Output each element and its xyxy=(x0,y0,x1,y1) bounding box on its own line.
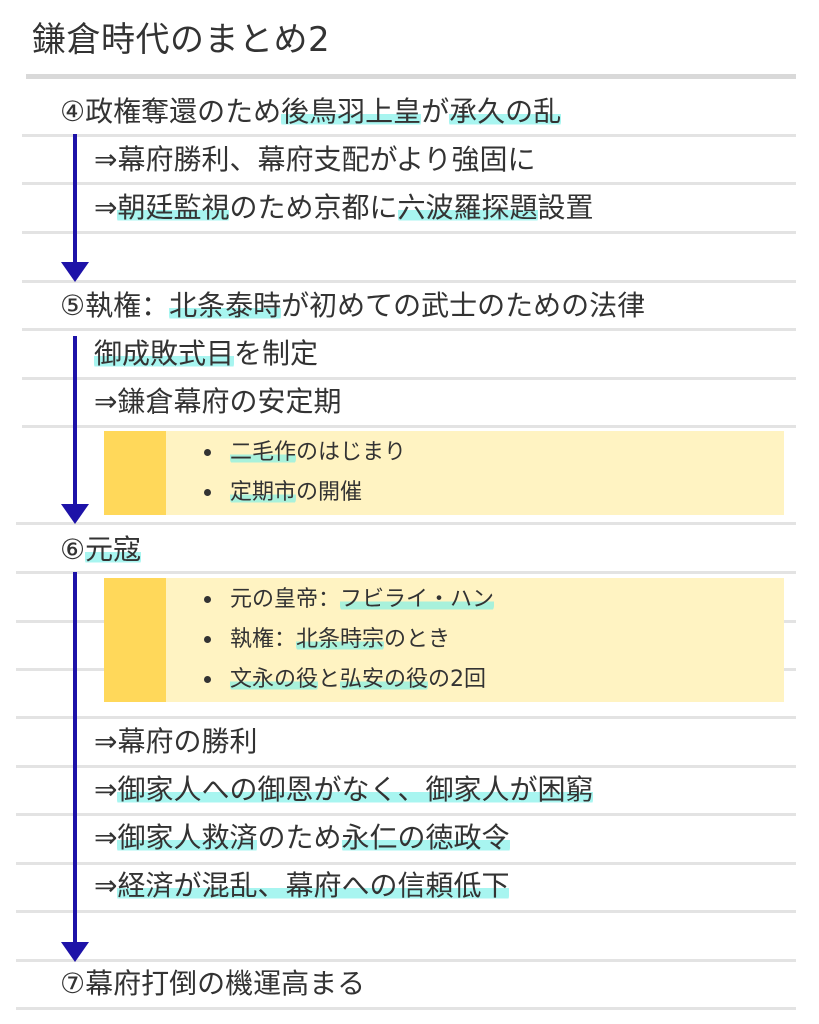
ruled-line xyxy=(16,862,796,865)
note-box-1: 二毛作のはじまり 定期市の開催 xyxy=(104,431,784,515)
list-item: 二毛作のはじまり xyxy=(204,433,406,473)
timeline-arrow-3 xyxy=(73,572,77,944)
list-item: 定期市の開催 xyxy=(204,473,406,513)
section-6-line-1: ⇒幕府の勝利 xyxy=(94,725,258,758)
ruled-line xyxy=(22,231,796,234)
ruled-line xyxy=(22,182,796,185)
ruled-line xyxy=(16,571,796,574)
note-list: 二毛作のはじまり 定期市の開催 xyxy=(204,433,406,513)
ruled-line xyxy=(22,377,796,380)
ruled-line xyxy=(16,716,796,719)
timeline-arrow-2 xyxy=(73,336,77,506)
arrow-down-icon xyxy=(61,942,89,962)
ruled-line xyxy=(22,280,796,283)
page-title: 鎌倉時代のまとめ2 xyxy=(32,20,331,60)
list-item: 文永の役と弘安の役の2回 xyxy=(204,660,494,700)
section-4-line-3: ⇒朝廷監視のため京都に六波羅探題設置 xyxy=(94,191,594,224)
ruled-line xyxy=(16,765,796,768)
arrow-down-icon xyxy=(61,504,89,524)
list-item: 執権：北条時宗のとき xyxy=(204,620,494,660)
section-6-line-2: ⇒御家人への御恩がなく、御家人が困窮 xyxy=(94,773,594,806)
ruled-line xyxy=(16,522,796,525)
title-divider xyxy=(26,74,796,79)
ruled-line xyxy=(16,813,796,816)
note-accent-bar xyxy=(104,578,166,702)
ruled-line xyxy=(22,425,796,428)
note-box-2: 元の皇帝：フビライ・ハン 執権：北条時宗のとき 文永の役と弘安の役の2回 xyxy=(104,578,784,702)
ruled-line xyxy=(22,134,796,137)
ruled-line xyxy=(22,328,796,331)
timeline-arrow-1 xyxy=(73,134,77,264)
section-6-line-4: ⇒経済が混乱、幕府への信頼低下 xyxy=(94,869,510,902)
section-4-line-2: ⇒幕府勝利、幕府支配がより強固に xyxy=(94,143,536,176)
section-4-heading: ④政権奪還のため後鳥羽上皇が承久の乱 xyxy=(60,95,562,128)
ruled-line xyxy=(16,910,796,913)
section-5-heading: ⑤執権：北条泰時が初めての武士のための法律 xyxy=(60,289,646,322)
section-5-line-2: 御成敗式目を制定 xyxy=(94,337,319,370)
ruled-line xyxy=(16,1007,796,1010)
note-accent-bar xyxy=(104,431,166,515)
ruled-line xyxy=(16,959,796,962)
note-list: 元の皇帝：フビライ・ハン 執権：北条時宗のとき 文永の役と弘安の役の2回 xyxy=(204,580,495,700)
arrow-down-icon xyxy=(61,262,89,282)
section-7-heading: ⑦幕府打倒の機運高まる xyxy=(60,967,366,1000)
section-6-line-3: ⇒御家人救済のため永仁の徳政令 xyxy=(94,821,510,854)
section-5-line-3: ⇒鎌倉幕府の安定期 xyxy=(94,385,342,418)
section-6-heading: ⑥元寇 xyxy=(60,533,142,566)
list-item: 元の皇帝：フビライ・ハン xyxy=(204,580,495,620)
